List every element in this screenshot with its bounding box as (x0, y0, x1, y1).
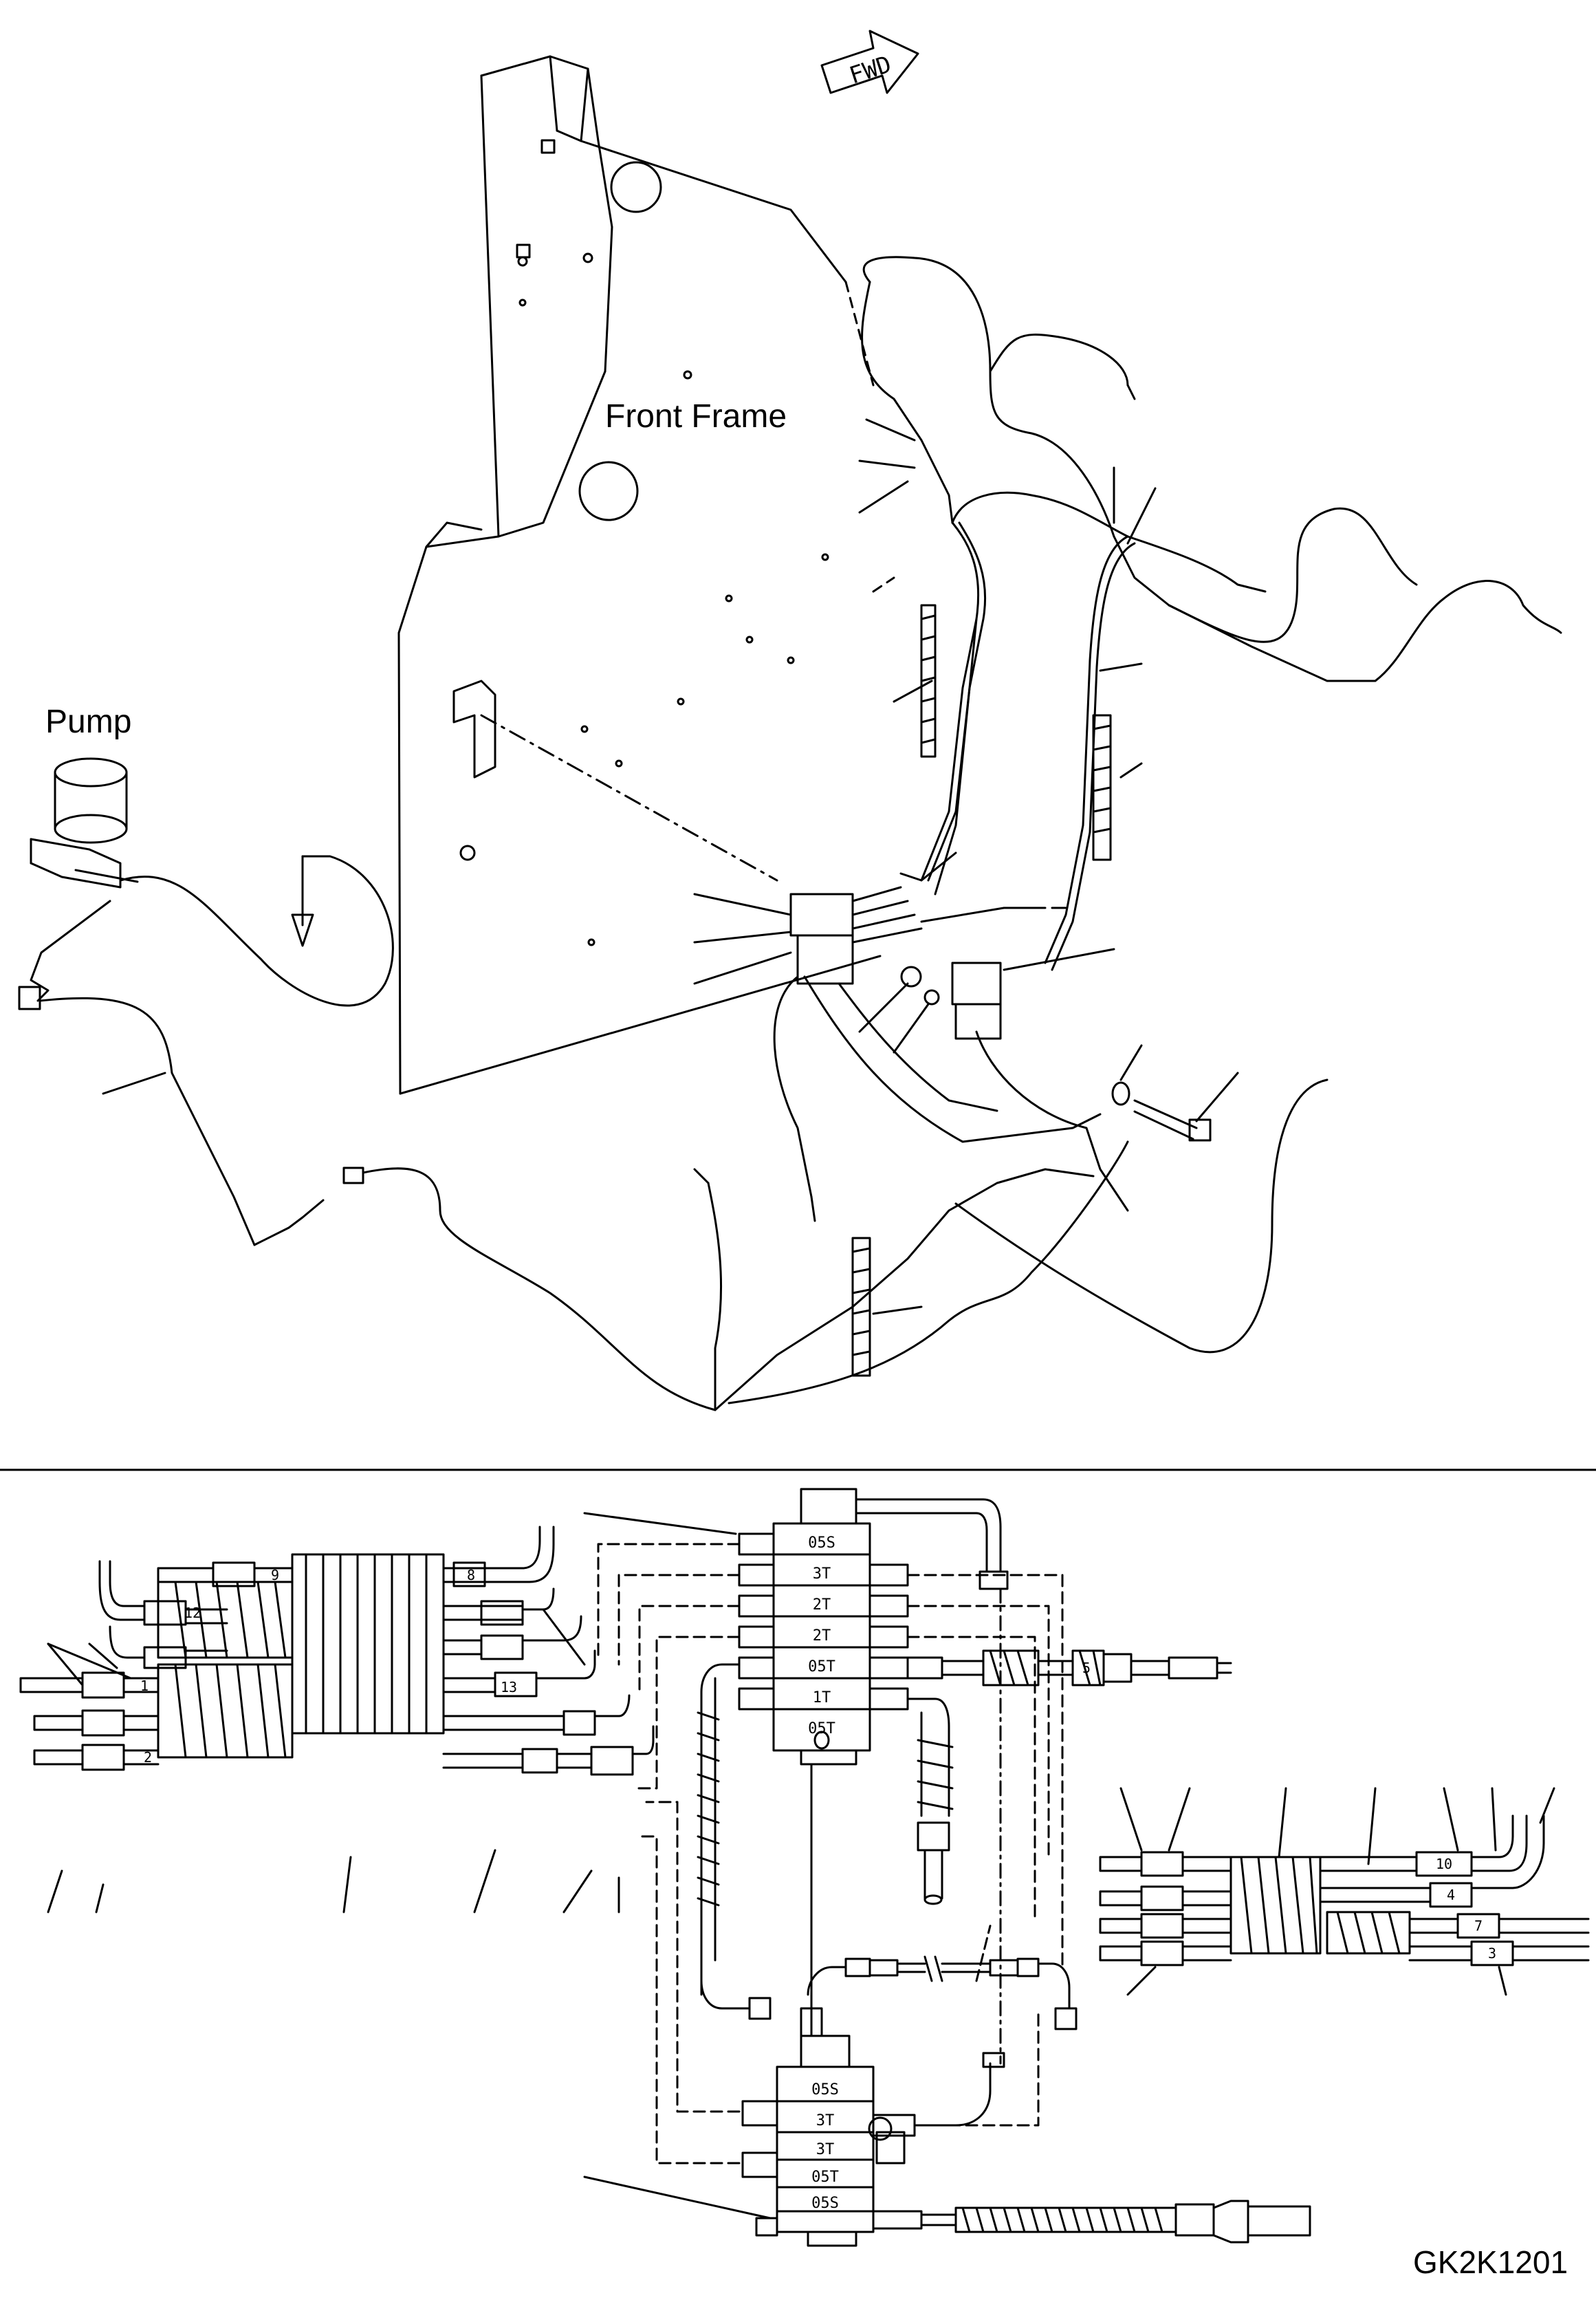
center-right-hose (906, 1649, 1232, 1686)
hose-tag: 12 (184, 1605, 201, 1621)
hose-tag: 2 (144, 1749, 152, 1766)
valve-bottom-port-5: 05S (811, 2195, 839, 2212)
valve-top-port-3: 2T (813, 1596, 831, 1614)
hose-tags: 9 8 12 13 2 1 10 4 7 3 5 (140, 1567, 1496, 1962)
hose-tag: 8 (467, 1567, 475, 1583)
valve-top-port-7: 05T (808, 1720, 835, 1737)
hose-tag: 5 (1082, 1660, 1091, 1676)
left-hose-bundle (19, 1512, 772, 2220)
hose-tag: 10 (1436, 1856, 1452, 1872)
valve-bottom-port-3: 3T (816, 2141, 835, 2158)
valve-top-port-labels: 05S 3T 2T 2T 05T 1T 05T (808, 1534, 835, 1737)
left-dashed-connections (597, 1543, 1064, 2165)
valve-top-port-2: 3T (813, 1565, 831, 1583)
hose-tag: 7 (1474, 1918, 1483, 1934)
valve-top-port-5: 05T (808, 1658, 835, 1675)
hose-tag: 1 (140, 1678, 149, 1694)
hose-tag: 3 (1488, 1945, 1496, 1962)
left-spiral-hose (697, 1663, 772, 2020)
hose-tag: 13 (501, 1679, 517, 1695)
valve-bottom-port-1: 05S (811, 2081, 839, 2098)
right-spiral-hose (906, 1697, 954, 1905)
valve-top-port-1: 05S (808, 1534, 835, 1552)
hose-tag: 4 (1447, 1887, 1455, 1903)
valve-bottom-port-4: 05T (811, 2169, 839, 2186)
pump-label: Pump (45, 704, 132, 740)
fwd-arrow (820, 30, 919, 94)
upper-hose-bundle (102, 256, 1562, 1411)
front-frame-label: Front Frame (605, 398, 787, 435)
pump-supply-line (18, 855, 717, 1411)
valve-bottom (741, 2035, 1311, 2247)
valve-top-port-4: 2T (813, 1627, 831, 1645)
right-hose-bundle (1099, 1787, 1590, 1996)
inter-valve-lines (800, 1587, 1078, 2065)
fwd-label: FWD (846, 51, 895, 90)
valve-top-port-6: 1T (813, 1689, 831, 1706)
pump (30, 757, 139, 889)
valve-top (738, 1488, 1009, 1766)
front-frame (397, 55, 895, 1095)
valve-bottom-port-2: 3T (816, 2112, 835, 2129)
hose-tag: 9 (271, 1567, 279, 1583)
drawing-code: GK2K1201 (1413, 2244, 1568, 2280)
valve-bottom-port-labels: 05S 3T 3T 05T 05S (811, 2081, 839, 2212)
